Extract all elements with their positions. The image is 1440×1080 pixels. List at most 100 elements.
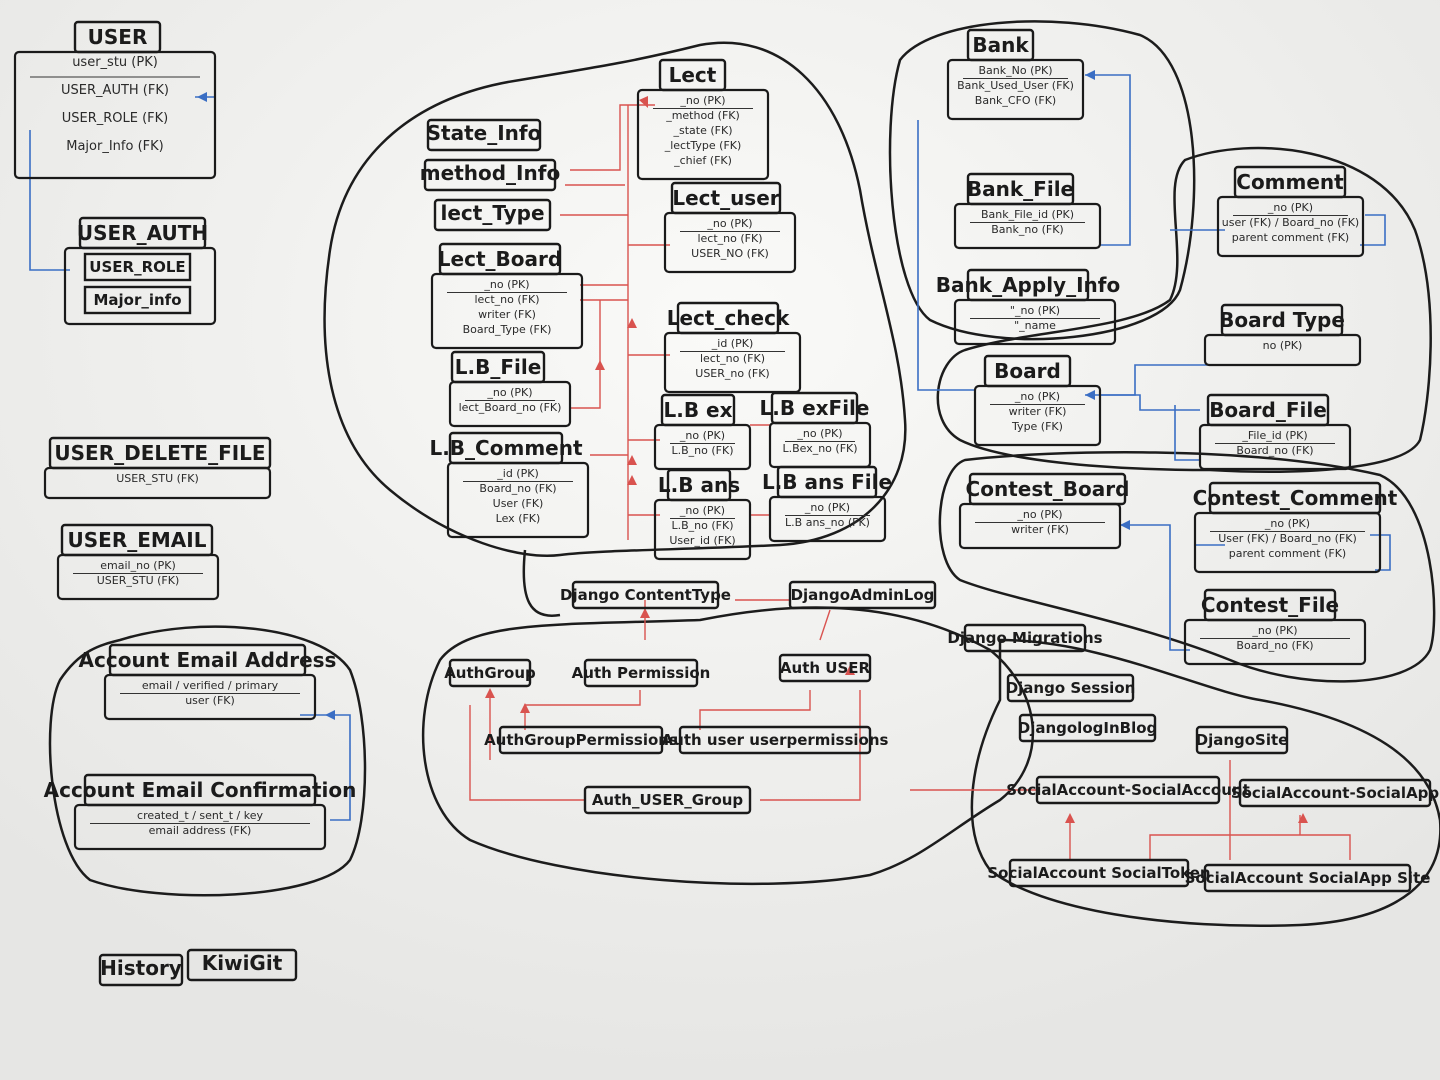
entity-field: _no (PK) — [483, 278, 529, 291]
entity-title-box — [438, 242, 562, 276]
entity-field: User (FK) — [493, 497, 544, 510]
entity-title-box — [448, 431, 564, 465]
entity-contest-board: Contest_Board_no (PK)writer (FK) — [958, 472, 1129, 550]
entity-title: Lect_Board — [438, 247, 562, 271]
entity-field: writer (FK) — [1009, 405, 1067, 418]
entity-field: _no (PK) — [1014, 390, 1060, 403]
entity-title: Django Session — [1006, 679, 1136, 697]
entity-title-box — [966, 172, 1075, 206]
entity-field: USER_ROLE — [89, 258, 185, 276]
entity-field: writer (FK) — [478, 308, 536, 321]
entity-title-box — [966, 268, 1090, 302]
entity-title-box — [678, 725, 872, 755]
entity-lb-ex-file: L.B exFile_no (PK)L.Bex_no (FK) — [760, 391, 872, 469]
bank-group-blob — [888, 20, 1196, 341]
entity-field: no (PK) — [1263, 339, 1303, 352]
entity-django-migrations: Django Migrations — [947, 623, 1103, 653]
entity-title-box — [1238, 778, 1432, 808]
entity-title: L.B ex — [663, 398, 732, 422]
entity-auth-group: AuthGroup — [444, 658, 536, 688]
entity-title-box — [583, 785, 752, 815]
entity-field: "_name — [1014, 319, 1056, 332]
entity-title-box — [60, 523, 214, 557]
entity-title-box — [676, 301, 780, 335]
entity-board: Board_no (PK)writer (FK)Type (FK) — [973, 354, 1102, 447]
entity-field: _no (PK) — [679, 504, 725, 517]
entity-field: user (FK) / Board_no (FK) — [1222, 216, 1359, 229]
entity-title: AuthGroup — [444, 664, 536, 682]
entity-title: AuthGroupPermissions — [484, 731, 678, 749]
entity-title-box — [423, 158, 557, 192]
entity-title: Bank — [972, 33, 1029, 57]
entity-kiwi-git: KiwiGit — [186, 948, 298, 982]
entity-auth-user-user-permissions: Auth user userpermissions — [662, 725, 889, 755]
entity-field: _File_id (PK) — [1241, 429, 1307, 442]
entity-title-box — [1233, 165, 1347, 199]
entity-field: _chief (FK) — [673, 154, 732, 167]
entity-title: Lect_check — [667, 306, 790, 330]
entity-contest-comment: Contest_Comment_no (PK)User (FK) / Board… — [1193, 481, 1398, 574]
entity-field-box — [83, 285, 192, 315]
entity-title-box — [448, 658, 532, 688]
entity-lb-ans-file: L.B ans File_no (PK)L.B ans_no (FK) — [762, 465, 892, 543]
entity-title-box — [98, 953, 184, 987]
entity-title-box — [498, 725, 664, 755]
entity-title-box — [426, 118, 542, 152]
entity-field: _method (FK) — [665, 109, 740, 122]
entity-title: Bank_Apply_Info — [936, 273, 1120, 297]
entity-title-box — [1008, 858, 1190, 888]
entity-title-box — [983, 354, 1072, 388]
entity-title: DjangologInBlog — [1018, 719, 1158, 737]
entity-title: L.B ans — [658, 473, 740, 497]
entity-field: USER_STU (FK) — [97, 574, 180, 587]
entity-field: Bank_No (PK) — [978, 64, 1052, 77]
entity-field: lect_Board_no (FK) — [459, 401, 562, 414]
entity-field: lect_no (FK) — [700, 352, 765, 365]
entity-title: Django Migrations — [947, 629, 1102, 647]
entity-title: SocialAccount SocialToken — [987, 864, 1210, 882]
entity-field: user (FK) — [185, 694, 235, 707]
entity-field: Bank_File_id (PK) — [981, 208, 1074, 221]
entity-title: State_Info — [427, 121, 542, 145]
entity-lect-board: Lect_Board_no (PK)lect_no (FK)writer (FK… — [430, 242, 584, 350]
entity-field: _no (PK) — [1267, 201, 1313, 214]
entity-field: USER_no (FK) — [695, 367, 769, 380]
entity-field: User (FK) / Board_no (FK) — [1218, 532, 1357, 545]
entity-django-content-type: Django ContentType — [560, 580, 731, 610]
entity-field: L.B_no (FK) — [672, 519, 734, 532]
entity-title: L.B_File — [455, 355, 542, 379]
entity-title-box — [658, 58, 727, 92]
entity-title-box — [1195, 725, 1289, 755]
entity-title-box — [108, 643, 307, 677]
entity-title-box — [778, 653, 872, 683]
entity-field: _lectType (FK) — [664, 139, 742, 152]
entity-auth-user: Auth USER — [778, 653, 872, 683]
entity-title-box — [571, 580, 720, 610]
entity-title-box — [1203, 588, 1337, 622]
entity-title: Comment — [1236, 170, 1344, 194]
entity-title-box — [73, 20, 162, 54]
entity-django-session: Django Session — [1006, 673, 1136, 703]
entity-field-box — [83, 252, 192, 282]
entity-field: Type (FK) — [1011, 420, 1063, 433]
entity-title: Bank_File — [967, 177, 1074, 201]
entity-title-box — [78, 216, 207, 250]
entity-state-info: State_Info — [426, 118, 542, 152]
entity-field: USER_AUTH (FK) — [61, 83, 169, 98]
entity-django-admin-log: DjangoAdminLog — [788, 580, 937, 610]
entity-history: History — [98, 953, 184, 987]
entity-lb-comment: L.B_Comment_id (PK)Board_no (FK)User (FK… — [429, 431, 590, 539]
entity-title: SocialAccount-SocialApp — [1231, 784, 1440, 802]
entity-title: Auth Permission — [572, 664, 711, 682]
entity-title-box — [966, 28, 1035, 62]
entity-lb-file: L.B_File_no (PK)lect_Board_no (FK) — [448, 350, 572, 428]
entity-auth-group-permissions: AuthGroupPermissions — [484, 725, 678, 755]
entity-field: Board_no (FK) — [1236, 639, 1313, 652]
entity-field: parent comment (FK) — [1229, 547, 1346, 560]
